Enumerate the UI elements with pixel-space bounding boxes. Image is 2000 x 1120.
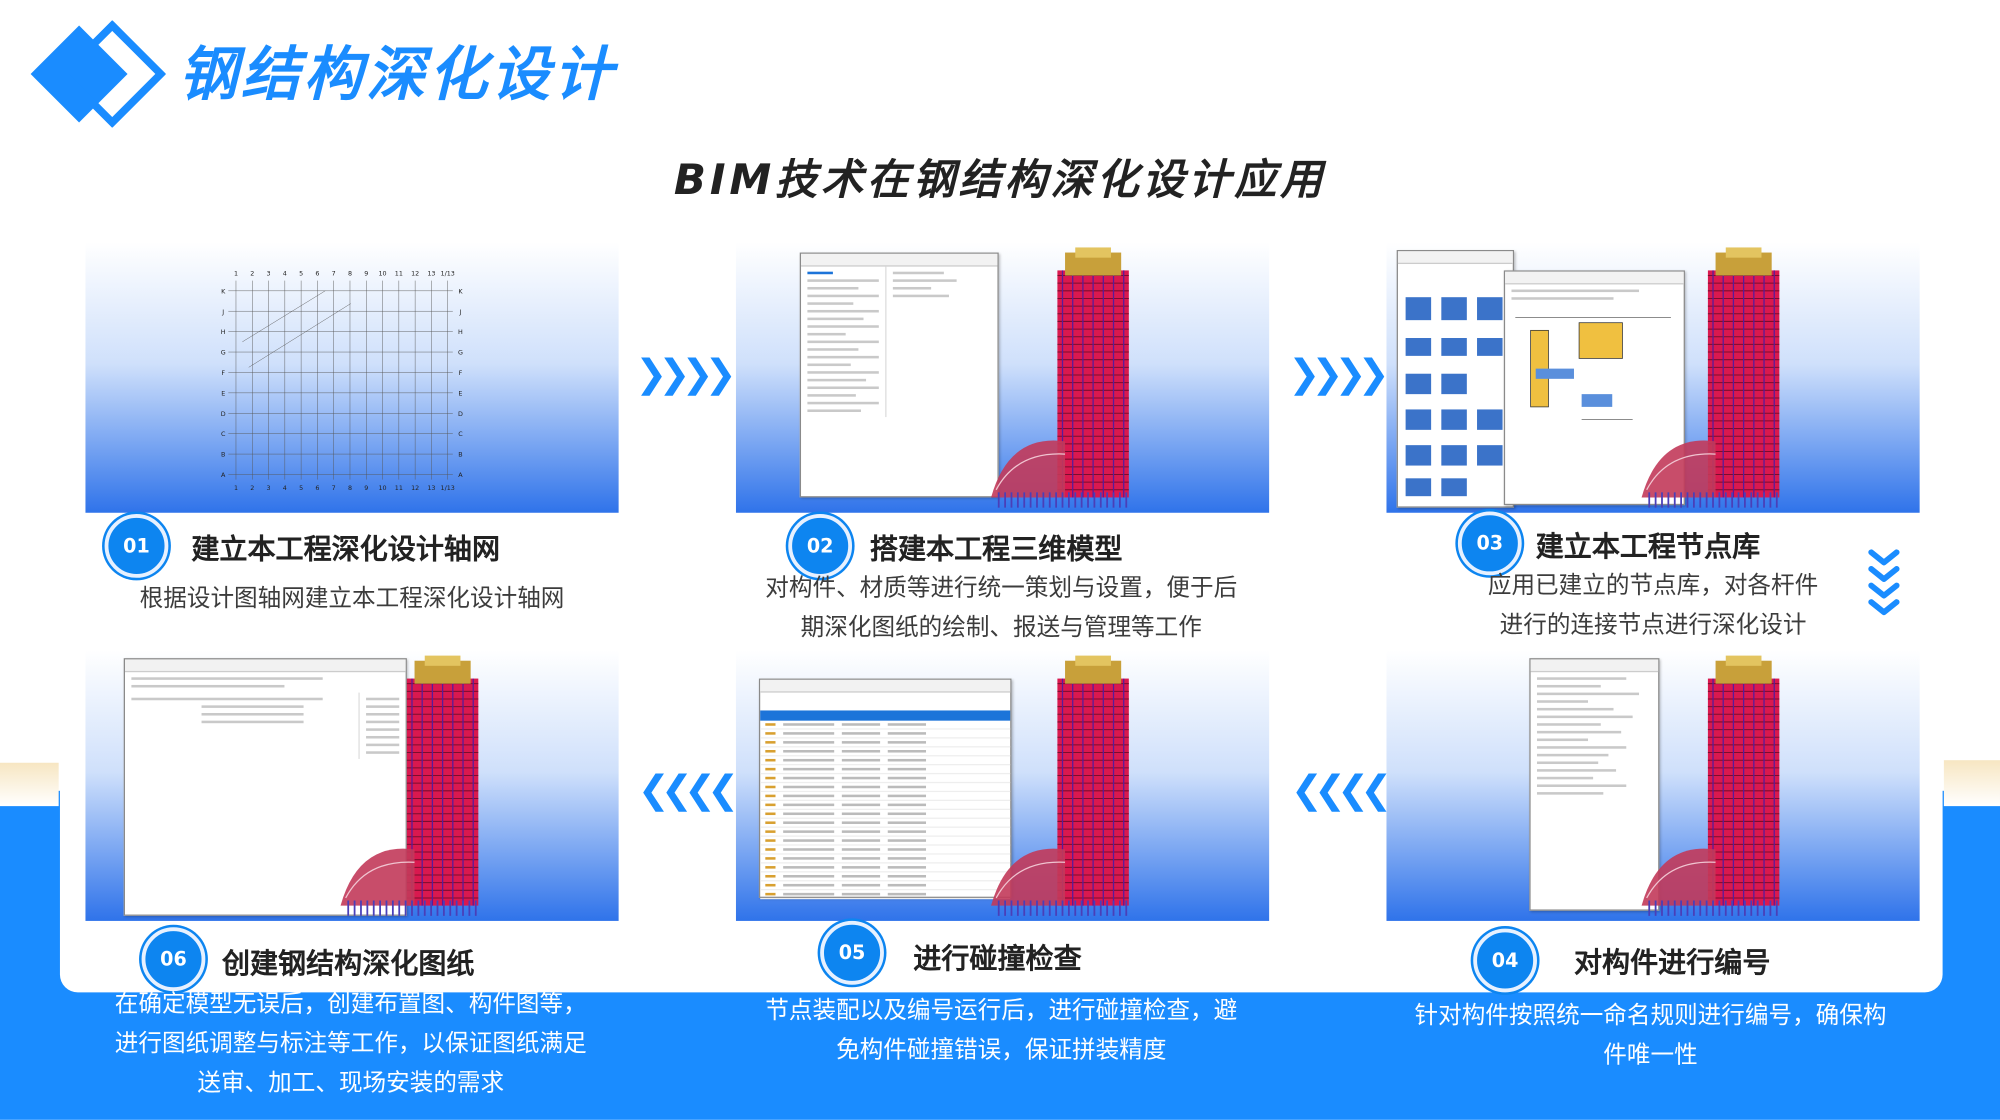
clash-results-window bbox=[758, 678, 1012, 900]
band-accent-right bbox=[1943, 760, 2000, 807]
grid-axis-label: J bbox=[459, 308, 462, 316]
panel-numbering bbox=[1386, 650, 1920, 921]
node-editor-window bbox=[1503, 270, 1685, 506]
grid-axis-label: 3 bbox=[267, 484, 271, 492]
page-subtitle: BIM技术在钢结构深化设计应用 bbox=[673, 154, 1327, 205]
step-description: 针对构件按照统一命名规则进行编号，确保构 件唯一性 bbox=[1414, 1002, 1887, 1069]
step-number-badge: 05 bbox=[820, 920, 884, 985]
grid-axis-label: 3 bbox=[267, 270, 271, 278]
page-title: 钢结构深化设计 bbox=[178, 39, 617, 109]
step-number-badge: 04 bbox=[1473, 928, 1537, 993]
grid-axis-label: 1/13 bbox=[441, 484, 455, 492]
axis-grid-drawing: 11223344556677889910101111121213131/131/… bbox=[221, 270, 464, 492]
grid-axis-label: 13 bbox=[427, 484, 435, 492]
grid-axis-label: 8 bbox=[348, 270, 352, 278]
node-detail-drawing bbox=[1515, 317, 1671, 421]
grid-axis-label: G bbox=[221, 349, 226, 357]
grid-axis-label: 10 bbox=[379, 270, 387, 278]
step-description: 应用已建立的节点库，对各杆件 进行的连接节点进行深化设计 bbox=[1487, 572, 1819, 640]
step-title: 进行碰撞检查 bbox=[913, 943, 1082, 976]
grid-axis-label: 5 bbox=[299, 484, 303, 492]
model-browser-window bbox=[799, 252, 999, 498]
grid-axis-label: A bbox=[458, 471, 463, 479]
grid-axis-label: 2 bbox=[250, 484, 254, 492]
grid-axis-label: K bbox=[458, 287, 463, 295]
grid-axis-label: 4 bbox=[283, 270, 287, 278]
grid-axis-label: A bbox=[221, 471, 226, 479]
grid-axis-label: J bbox=[221, 308, 224, 316]
numbering-settings-window bbox=[1529, 658, 1660, 911]
grid-axis-label: G bbox=[458, 349, 463, 357]
chevron-right-icon: ❯❯❯❯ bbox=[635, 352, 736, 397]
diamond-logo-icon bbox=[30, 20, 166, 128]
step-title: 建立本工程深化设计轴网 bbox=[191, 534, 501, 567]
grid-axis-label: H bbox=[458, 328, 463, 336]
grid-axis-label: F bbox=[221, 369, 225, 377]
step-title: 建立本工程节点库 bbox=[1535, 531, 1761, 564]
step-description: 在确定模型无误后，创建布置图、构件图等， 进行图纸调整与标注等工作，以保证图纸满… bbox=[114, 991, 587, 1097]
grid-axis-label: 9 bbox=[364, 484, 368, 492]
grid-axis-label: D bbox=[221, 410, 226, 418]
step-description: 根据设计图轴网建立本工程深化设计轴网 bbox=[139, 585, 565, 613]
grid-axis-label: 6 bbox=[315, 484, 319, 492]
grid-axis-label: C bbox=[458, 430, 463, 438]
panel-clash-check bbox=[735, 650, 1270, 921]
panel-node-library bbox=[1386, 242, 1920, 513]
grid-axis-label: 7 bbox=[332, 484, 336, 492]
panel-drawing-list bbox=[85, 650, 619, 921]
step-number-badge: 01 bbox=[104, 514, 169, 578]
grid-axis-label: 10 bbox=[379, 484, 387, 492]
grid-axis-label: C bbox=[221, 430, 226, 438]
grid-axis-label: 5 bbox=[299, 270, 303, 278]
grid-axis-label: 1 bbox=[234, 270, 238, 278]
grid-axis-label: 2 bbox=[250, 270, 254, 278]
grid-axis-label: 12 bbox=[411, 484, 419, 492]
grid-axis-label: 1 bbox=[234, 484, 238, 492]
grid-axis-label: B bbox=[458, 451, 462, 459]
panel-3d-model bbox=[735, 242, 1270, 513]
step-number-badge: 03 bbox=[1457, 511, 1522, 576]
grid-axis-label: F bbox=[459, 369, 463, 377]
grid-axis-label: 6 bbox=[315, 270, 319, 278]
chevron-left-icon: ❮❮❮❮ bbox=[637, 767, 739, 813]
grid-axis-label: D bbox=[458, 410, 463, 418]
tower-model-3d bbox=[991, 247, 1129, 508]
band-accent-left bbox=[0, 762, 59, 807]
component-catalog-window bbox=[1396, 249, 1515, 508]
chevron-right-icon: ❯❯❯❯ bbox=[1288, 352, 1389, 397]
chevron-down-icon bbox=[1868, 549, 1900, 616]
step-description: 对构件、材质等进行统一策划与设置，便于后 期深化图纸的绘制、报送与管理等工作 bbox=[765, 575, 1238, 642]
grid-axis-label: 8 bbox=[348, 484, 352, 492]
grid-axis-label: E bbox=[458, 389, 462, 397]
step-title: 搭建本工程三维模型 bbox=[869, 534, 1123, 567]
step-number-badge: 06 bbox=[141, 927, 206, 992]
step-title: 对构件进行编号 bbox=[1573, 947, 1771, 980]
component-thumbnails bbox=[1405, 297, 1503, 497]
grid-axis-label: 13 bbox=[427, 270, 435, 278]
grid-axis-label: 4 bbox=[283, 484, 287, 492]
grid-axis-label: K bbox=[221, 287, 226, 295]
tower-model-3d bbox=[991, 655, 1129, 916]
tower-model-3d bbox=[1641, 247, 1780, 508]
grid-axis-label: E bbox=[221, 389, 225, 397]
grid-axis-label: 1/13 bbox=[441, 270, 455, 278]
grid-axis-label: 11 bbox=[395, 484, 403, 492]
grid-axis-label: 11 bbox=[395, 270, 403, 278]
grid-axis-label: 12 bbox=[411, 270, 419, 278]
tower-model-3d bbox=[1641, 655, 1780, 916]
grid-axis-label: 7 bbox=[332, 270, 336, 278]
step-title: 创建钢结构深化图纸 bbox=[221, 948, 475, 981]
grid-axis-label: 9 bbox=[364, 270, 368, 278]
tower-model-3d bbox=[340, 655, 479, 916]
chevron-left-icon: ❮❮❮❮ bbox=[1290, 767, 1392, 813]
grid-axis-label: H bbox=[221, 328, 226, 336]
step-description: 节点装配以及编号运行后，进行碰撞检查，避 免构件碰撞错误，保证拼装精度 bbox=[765, 997, 1238, 1064]
grid-axis-label: B bbox=[221, 451, 225, 459]
step-number-badge: 02 bbox=[788, 514, 853, 578]
